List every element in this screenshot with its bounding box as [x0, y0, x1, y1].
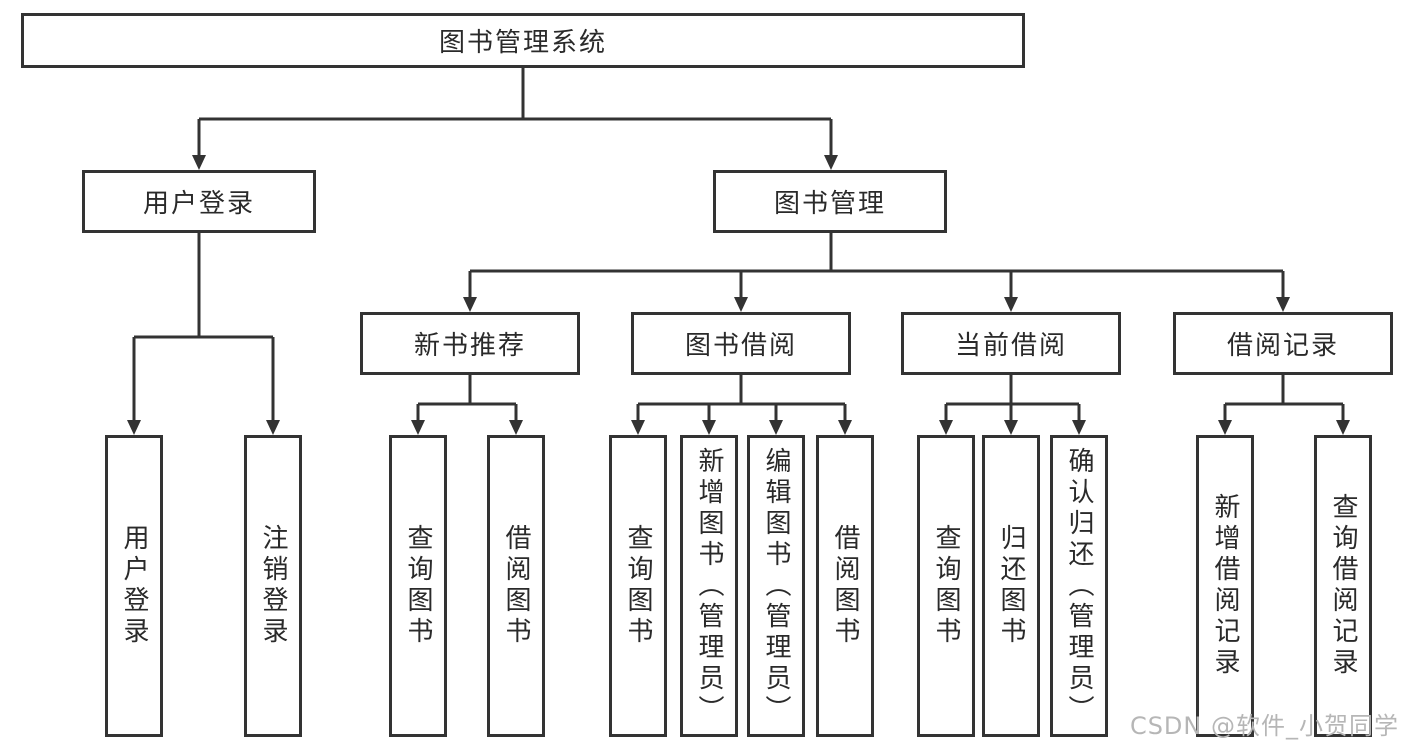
- leaf-label: 编辑图书（管理员）: [761, 446, 791, 726]
- leaf-borrow-book: 借阅图书: [816, 435, 874, 737]
- leaf-label: 注销登录: [258, 524, 288, 648]
- node-label: 借阅记录: [1226, 331, 1339, 361]
- node-user-login: 用户登录: [82, 170, 316, 233]
- leaf-logout: 注销登录: [244, 435, 302, 737]
- leaf-query-borrow-record: 查询借阅记录: [1314, 435, 1372, 737]
- leaf-label: 新增图书（管理员）: [694, 446, 724, 726]
- leaf-edit-book-admin: 编辑图书（管理员）: [747, 435, 805, 737]
- leaf-label: 查询借阅记录: [1328, 493, 1358, 679]
- node-label: 图书管理系统: [438, 28, 607, 58]
- node-new-book-recommend: 新书推荐: [360, 312, 580, 375]
- leaf-query-book-borrow: 查询图书: [609, 435, 667, 737]
- leaf-query-book-current: 查询图书: [917, 435, 975, 737]
- leaf-label: 查询图书: [623, 524, 653, 648]
- node-label: 图书借阅: [684, 331, 797, 361]
- leaf-add-book-admin: 新增图书（管理员）: [680, 435, 738, 737]
- leaf-label: 归还图书: [996, 524, 1026, 648]
- leaf-label: 借阅图书: [830, 524, 860, 648]
- node-label: 图书管理: [773, 189, 886, 219]
- leaf-label: 新增借阅记录: [1210, 493, 1240, 679]
- leaf-query-book-recommend: 查询图书: [389, 435, 447, 737]
- leaf-add-borrow-record: 新增借阅记录: [1196, 435, 1254, 737]
- node-borrow-records: 借阅记录: [1173, 312, 1393, 375]
- node-book-management: 图书管理: [713, 170, 947, 233]
- node-label: 当前借阅: [954, 331, 1067, 361]
- csdn-watermark: CSDN @软件_小贺同学: [1129, 712, 1399, 740]
- leaf-label: 借阅图书: [501, 524, 531, 648]
- leaf-borrow-book-recommend: 借阅图书: [487, 435, 545, 737]
- leaf-label: 用户登录: [119, 524, 149, 648]
- leaf-confirm-return-admin: 确认归还（管理员）: [1050, 435, 1108, 737]
- leaf-label: 查询图书: [403, 524, 433, 648]
- node-current-borrow: 当前借阅: [901, 312, 1121, 375]
- leaf-return-book: 归还图书: [982, 435, 1040, 737]
- leaf-label: 查询图书: [931, 524, 961, 648]
- node-label: 新书推荐: [413, 331, 526, 361]
- node-library-management-system: 图书管理系统: [21, 13, 1025, 68]
- node-book-borrow: 图书借阅: [631, 312, 851, 375]
- node-label: 用户登录: [142, 189, 255, 219]
- leaf-label: 确认归还（管理员）: [1064, 446, 1094, 726]
- leaf-user-login: 用户登录: [105, 435, 163, 737]
